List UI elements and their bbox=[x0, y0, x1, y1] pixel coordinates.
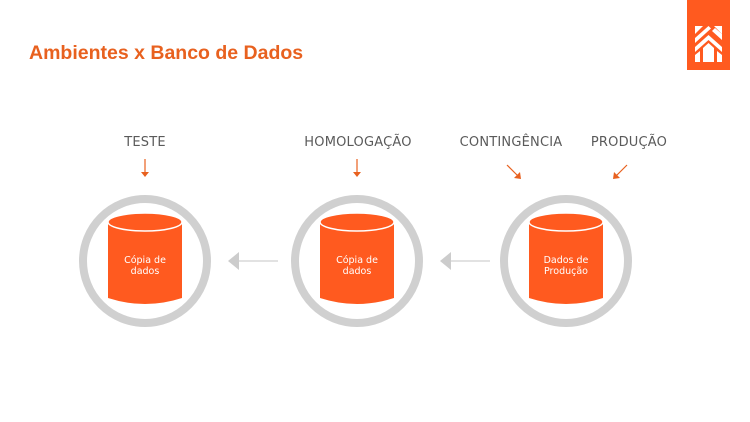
env-label-producao: PRODUÇÃO bbox=[590, 135, 668, 150]
database-label-line2: dados bbox=[342, 266, 372, 277]
database-cylinder-icon bbox=[319, 212, 395, 304]
database-label-line1: Cópia de bbox=[336, 255, 378, 266]
arrow-left-icon bbox=[228, 252, 278, 270]
ring-homologacao bbox=[291, 195, 423, 327]
database-label-line1: Dados de bbox=[543, 255, 589, 266]
company-logo bbox=[687, 0, 730, 70]
env-label-contingencia: CONTINGÊNCIA bbox=[459, 135, 563, 150]
env-label-teste: TESTE bbox=[124, 135, 166, 150]
env-label-homologacao: HOMOLOGAÇÃO bbox=[304, 135, 412, 150]
database-label-line1: Cópia de bbox=[124, 255, 166, 266]
slide-title: Ambientes x Banco de Dados bbox=[29, 42, 304, 64]
database-label-teste: Cópia de dados bbox=[105, 255, 185, 277]
database-label-homologacao: Cópia de dados bbox=[317, 255, 397, 277]
database-cylinder-icon bbox=[528, 212, 604, 304]
database-label-line2: Produção bbox=[544, 266, 588, 277]
ring-teste bbox=[79, 195, 211, 327]
database-label-producao: Dados de Produção bbox=[526, 255, 606, 277]
house-logo-icon bbox=[695, 26, 722, 62]
arrow-down-left-icon bbox=[613, 164, 628, 179]
arrow-left-icon bbox=[440, 252, 490, 270]
ring-producao bbox=[500, 195, 632, 327]
arrow-down-icon bbox=[141, 159, 149, 177]
database-cylinder-icon bbox=[107, 212, 183, 304]
arrow-down-right-icon bbox=[506, 164, 521, 179]
arrow-down-icon bbox=[353, 159, 361, 177]
database-label-line2: dados bbox=[130, 266, 160, 277]
